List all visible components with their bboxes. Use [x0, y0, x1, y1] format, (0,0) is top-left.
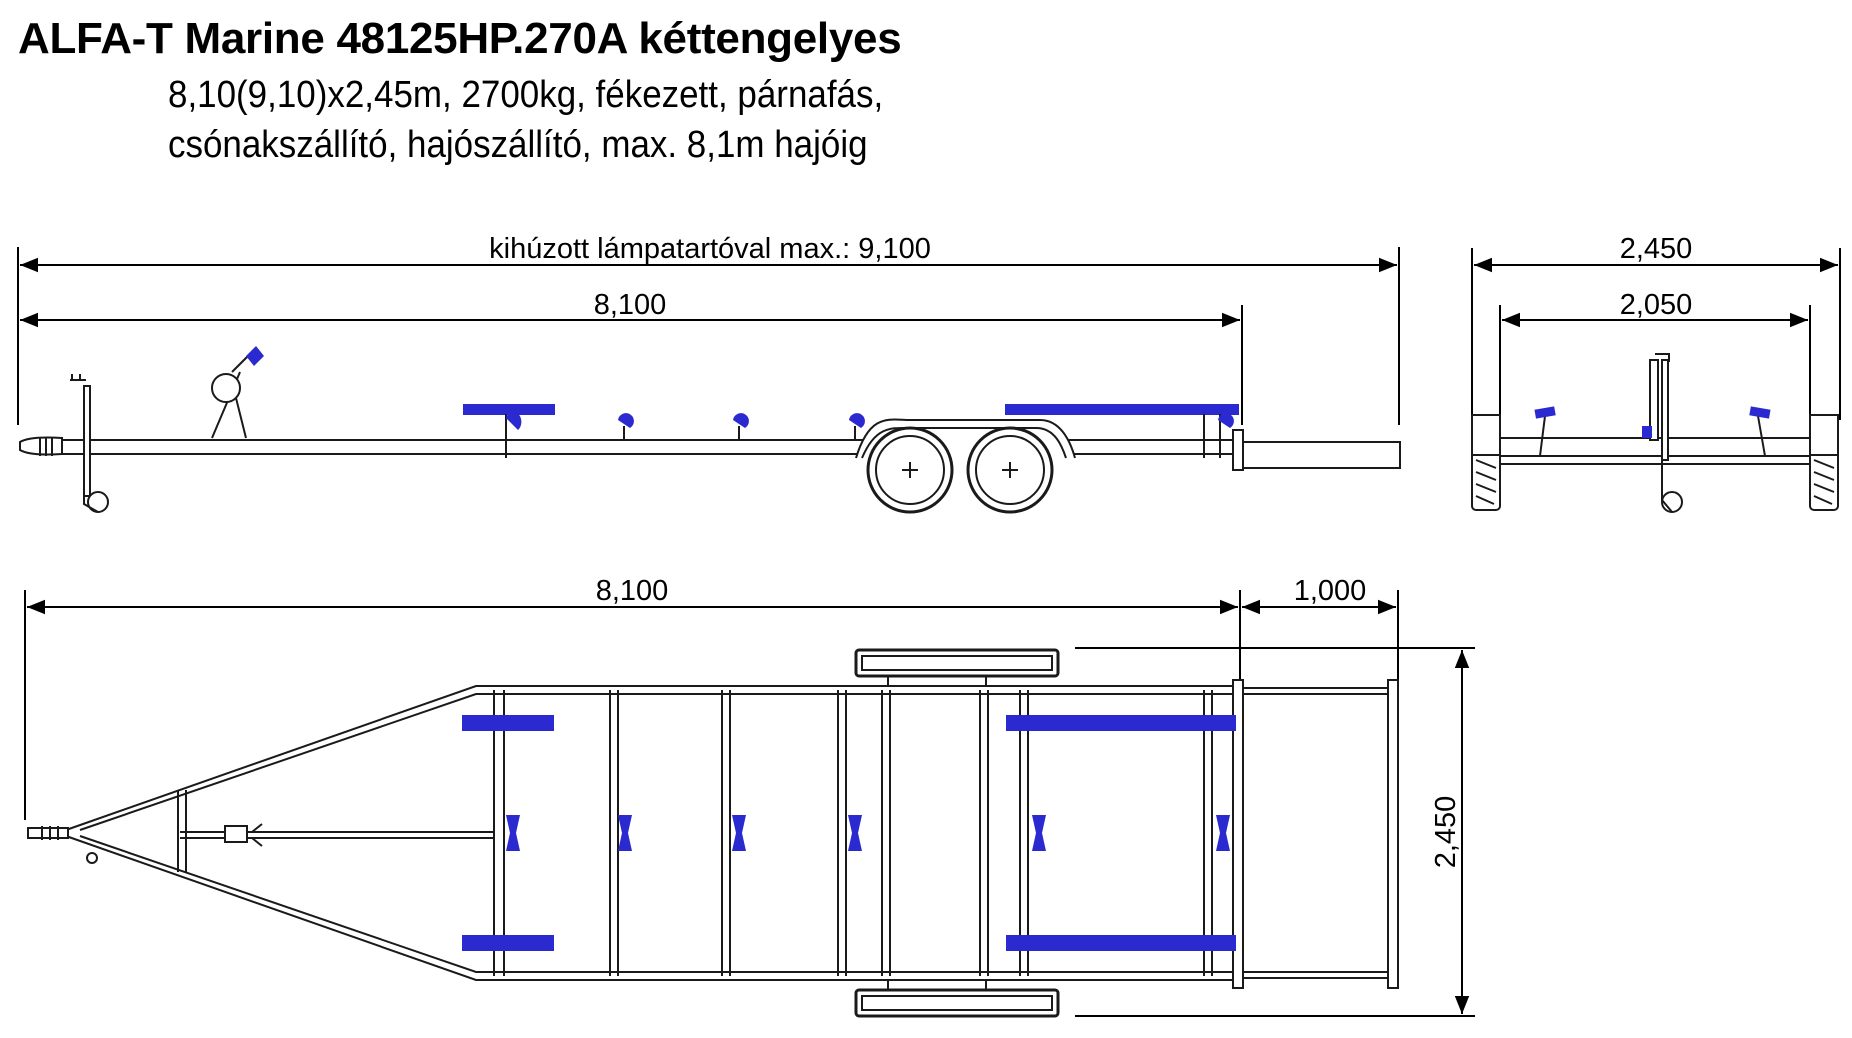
front-dimension-width [1471, 248, 1841, 420]
top-view [27, 648, 1399, 1018]
side-length-label: 8,100 [594, 289, 667, 321]
spec-line-2: csónakszállító, hajószállító, max. 8,1m … [168, 124, 868, 166]
side-max-label: kihúzott lámpatartóval max.: 9,100 [489, 233, 931, 265]
top-extension-label: 1,000 [1294, 575, 1367, 607]
top-dimension-length [24, 590, 1399, 820]
side-view [19, 351, 1401, 514]
top-length-label: 8,100 [596, 575, 669, 607]
top-rollers [506, 815, 1230, 851]
front-bunks [1534, 406, 1771, 438]
top-bunks [462, 715, 1236, 951]
top-dimension-width [1075, 647, 1475, 1017]
spec-line-1: 8,10(9,10)x2,45m, 2700kg, fékezett, párn… [168, 74, 884, 116]
front-inner-label: 2,050 [1620, 289, 1693, 321]
side-dimension-length [20, 305, 1243, 425]
front-dimension-inner [1499, 305, 1811, 420]
front-width-label: 2,450 [1620, 233, 1693, 265]
side-dimension-max [17, 247, 1400, 425]
top-width-label: 2,450 [1430, 796, 1462, 869]
side-rollers [246, 346, 1234, 430]
page-title: ALFA-T Marine 48125HP.270A kéttengelyes [18, 14, 902, 63]
front-view [1471, 353, 1839, 513]
